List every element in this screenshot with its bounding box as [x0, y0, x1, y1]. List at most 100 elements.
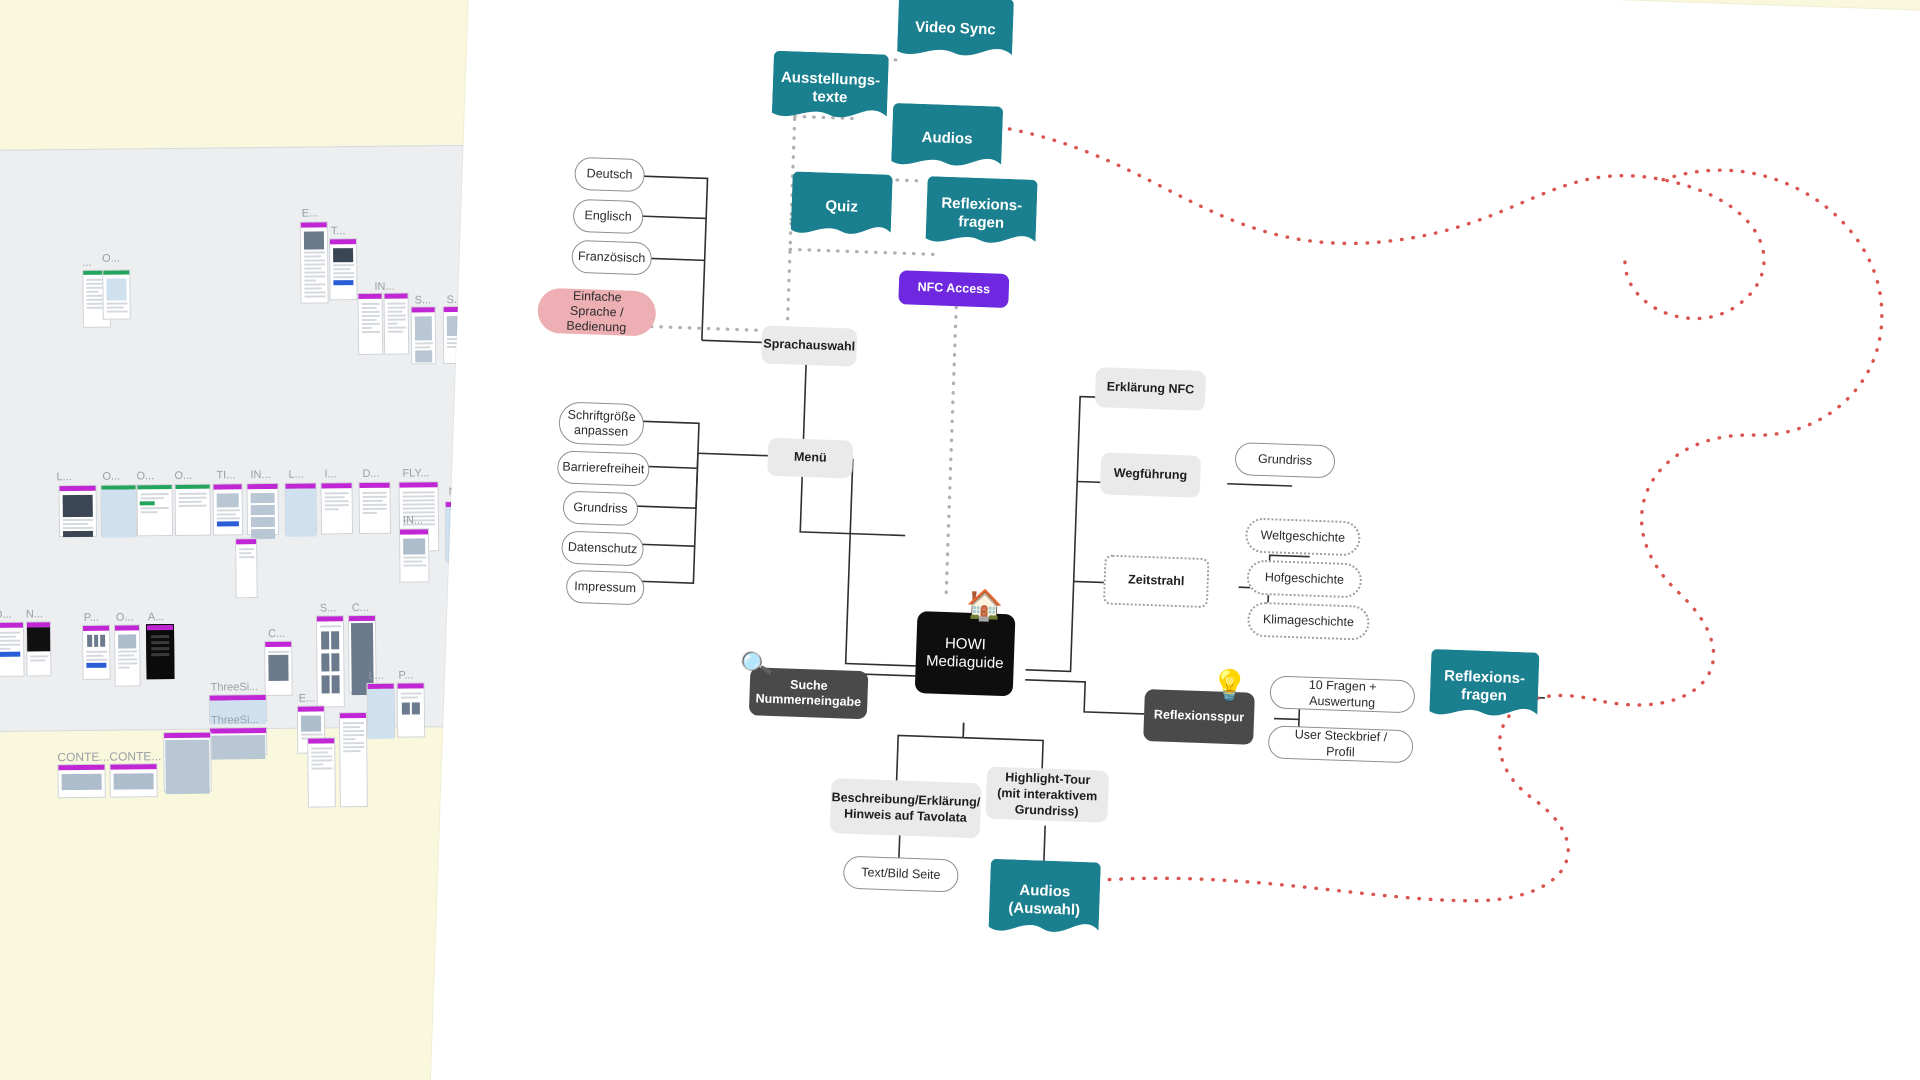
node-quiz[interactable]: Quiz	[790, 171, 893, 242]
node-label: Wegführung	[1113, 466, 1188, 483]
node-label: User Steckbrief / Profil	[1294, 727, 1388, 759]
wireframe-frame[interactable]	[25, 621, 52, 677]
node-klimageschichte[interactable]: Klimageschichte	[1246, 601, 1371, 641]
frame-body	[285, 488, 317, 537]
node-suche-nummerneingabe[interactable]: 🔍 Suche Nummerneingabe	[738, 646, 869, 720]
wireframe-frame[interactable]	[328, 238, 358, 301]
wireframe-frame[interactable]	[102, 269, 131, 320]
frame-label: ThreeSi...	[210, 681, 259, 694]
wireframe-frame[interactable]	[315, 615, 345, 708]
node-einfache-sprache[interactable]: Einfache Sprache / Bedienung	[537, 287, 657, 337]
node-franzoesisch[interactable]: Französisch	[571, 239, 653, 276]
node-hofgeschichte[interactable]: Hofgeschichte	[1246, 559, 1363, 599]
node-label: Erklärung NFC	[1106, 379, 1195, 397]
wireframe-frame[interactable]	[320, 482, 354, 535]
frame-body	[58, 770, 104, 794]
wireframe-frame[interactable]	[209, 727, 268, 760]
node-user-steckbrief[interactable]: User Steckbrief / Profil	[1267, 725, 1414, 764]
frame-titlebar	[348, 615, 375, 622]
node-grundriss[interactable]: Grundriss	[1234, 442, 1336, 479]
wireframe-frame[interactable]	[264, 640, 293, 697]
teal-banner-shape	[925, 176, 1038, 243]
node-reflexionsspur[interactable]: 💡 Reflexionsspur	[1143, 669, 1255, 745]
node-deutsch[interactable]: Deutsch	[574, 156, 646, 193]
node-highlight-tour[interactable]: Highlight-Tour (mit interaktivem Grundri…	[985, 766, 1110, 823]
wireframe-frame[interactable]	[235, 538, 258, 599]
mindmap-canvas[interactable]: Video Sync Ausstellungs- texte Audios Qu…	[428, 0, 1920, 1080]
wireframe-frame[interactable]	[81, 624, 111, 680]
frame-body	[176, 489, 210, 511]
frame-body	[400, 534, 428, 570]
frame-body	[398, 688, 424, 718]
frame-body	[110, 769, 156, 793]
node-label: Klimageschichte	[1262, 611, 1355, 630]
node-10-fragen[interactable]: 10 Fragen + Auswertung	[1269, 675, 1416, 714]
node-sprachauswahl[interactable]: Sprachauswahl	[761, 325, 858, 367]
wireframe-frame[interactable]	[113, 624, 141, 687]
wireframe-frame-desktop[interactable]	[57, 763, 106, 799]
teal-banner-shape	[771, 50, 889, 118]
frame-label: S...	[319, 602, 337, 615]
node-reflexionsfragen-right[interactable]: Reflexions- fragen	[1429, 649, 1540, 725]
wireframe-frame[interactable]	[357, 292, 384, 356]
wireframe-frame[interactable]	[338, 711, 368, 808]
node-englisch[interactable]: Englisch	[572, 198, 644, 235]
wireframe-frame[interactable]	[246, 482, 280, 540]
wireframe-frame-desktop[interactable]	[109, 763, 158, 798]
node-erklaerung-nfc[interactable]: Erklärung NFC	[1094, 367, 1207, 411]
wireframe-frame[interactable]	[396, 682, 426, 738]
node-schriftgroesse[interactable]: Schriftgröße anpassen	[558, 401, 645, 447]
frame-body	[248, 489, 279, 543]
node-weltgeschichte[interactable]: Weltgeschichte	[1244, 517, 1361, 557]
frame-label: S...	[414, 294, 432, 307]
node-audios-top[interactable]: Audios	[891, 103, 1003, 175]
wireframe-frame[interactable]	[410, 306, 437, 365]
node-ausstellungstexte[interactable]: Ausstellungs- texte	[771, 50, 889, 127]
wireframe-frame[interactable]	[383, 292, 410, 355]
node-reflexionsfragen-top[interactable]: Reflexions- fragen	[925, 176, 1038, 252]
node-label: Grundriss	[573, 499, 628, 516]
node-wegfuehrung[interactable]: Wegführung	[1099, 452, 1202, 498]
wireframe-frame[interactable]	[174, 483, 212, 536]
node-impressum[interactable]: Impressum	[565, 569, 645, 606]
wireframe-frame-desktop[interactable]	[163, 731, 212, 795]
node-text-bild-seite[interactable]: Text/Bild Seite	[842, 855, 959, 893]
frame-label: CONTE...	[109, 749, 162, 764]
wireframe-frame[interactable]	[299, 221, 329, 304]
wireframe-frame[interactable]	[145, 623, 175, 680]
emoji-house-icon: 🏠	[965, 588, 1004, 623]
node-datenschutz[interactable]: Datenschutz	[560, 530, 645, 567]
node-zeitstrahl[interactable]: Zeitstrahl	[1102, 554, 1210, 609]
wireframe-frame[interactable]	[358, 481, 392, 535]
wireframe-frame[interactable]	[366, 682, 396, 739]
frame-label: L...	[288, 468, 304, 481]
wireframe-frame[interactable]	[0, 621, 25, 677]
wireframe-frame[interactable]	[136, 484, 174, 537]
lightbulb-icon: 💡	[1210, 669, 1250, 704]
wireframe-frame[interactable]	[58, 484, 98, 538]
node-audios-auswahl[interactable]: Audios (Auswahl)	[988, 858, 1101, 943]
wireframe-frame[interactable]	[398, 528, 430, 583]
wireframe-frame[interactable]	[307, 737, 336, 808]
node-video-sync[interactable]: Video Sync	[897, 0, 1014, 64]
node-label-line1: HOWI	[944, 634, 987, 654]
wireframe-frame[interactable]	[212, 483, 244, 536]
node-menue[interactable]: Menü	[767, 437, 854, 479]
node-barrierefreiheit[interactable]: Barrierefreiheit	[556, 450, 650, 487]
frame-body	[308, 743, 334, 773]
wireframe-frame[interactable]	[284, 482, 318, 537]
node-nfc-access[interactable]: NFC Access	[898, 270, 1010, 308]
node-beschreibung[interactable]: Beschreibung/Erklärung/ Hinweis auf Tavo…	[829, 778, 982, 839]
frame-label: E...	[298, 692, 316, 705]
node-label-line2: Mediaguide	[925, 652, 1004, 673]
node-grundriss-menu[interactable]: Grundriss	[562, 490, 639, 527]
wireframe-frame[interactable]	[100, 484, 138, 538]
node-label: Zeitstrahl	[1127, 572, 1185, 589]
node-root-howi-mediaguide[interactable]: 🏠 HOWI Mediaguide	[914, 589, 1016, 697]
frame-label: P...	[398, 669, 414, 682]
frame-body	[115, 630, 139, 672]
frame-label: O...	[0, 608, 12, 621]
node-label: Datenschutz	[567, 539, 638, 557]
frame-label: L...	[368, 669, 384, 682]
